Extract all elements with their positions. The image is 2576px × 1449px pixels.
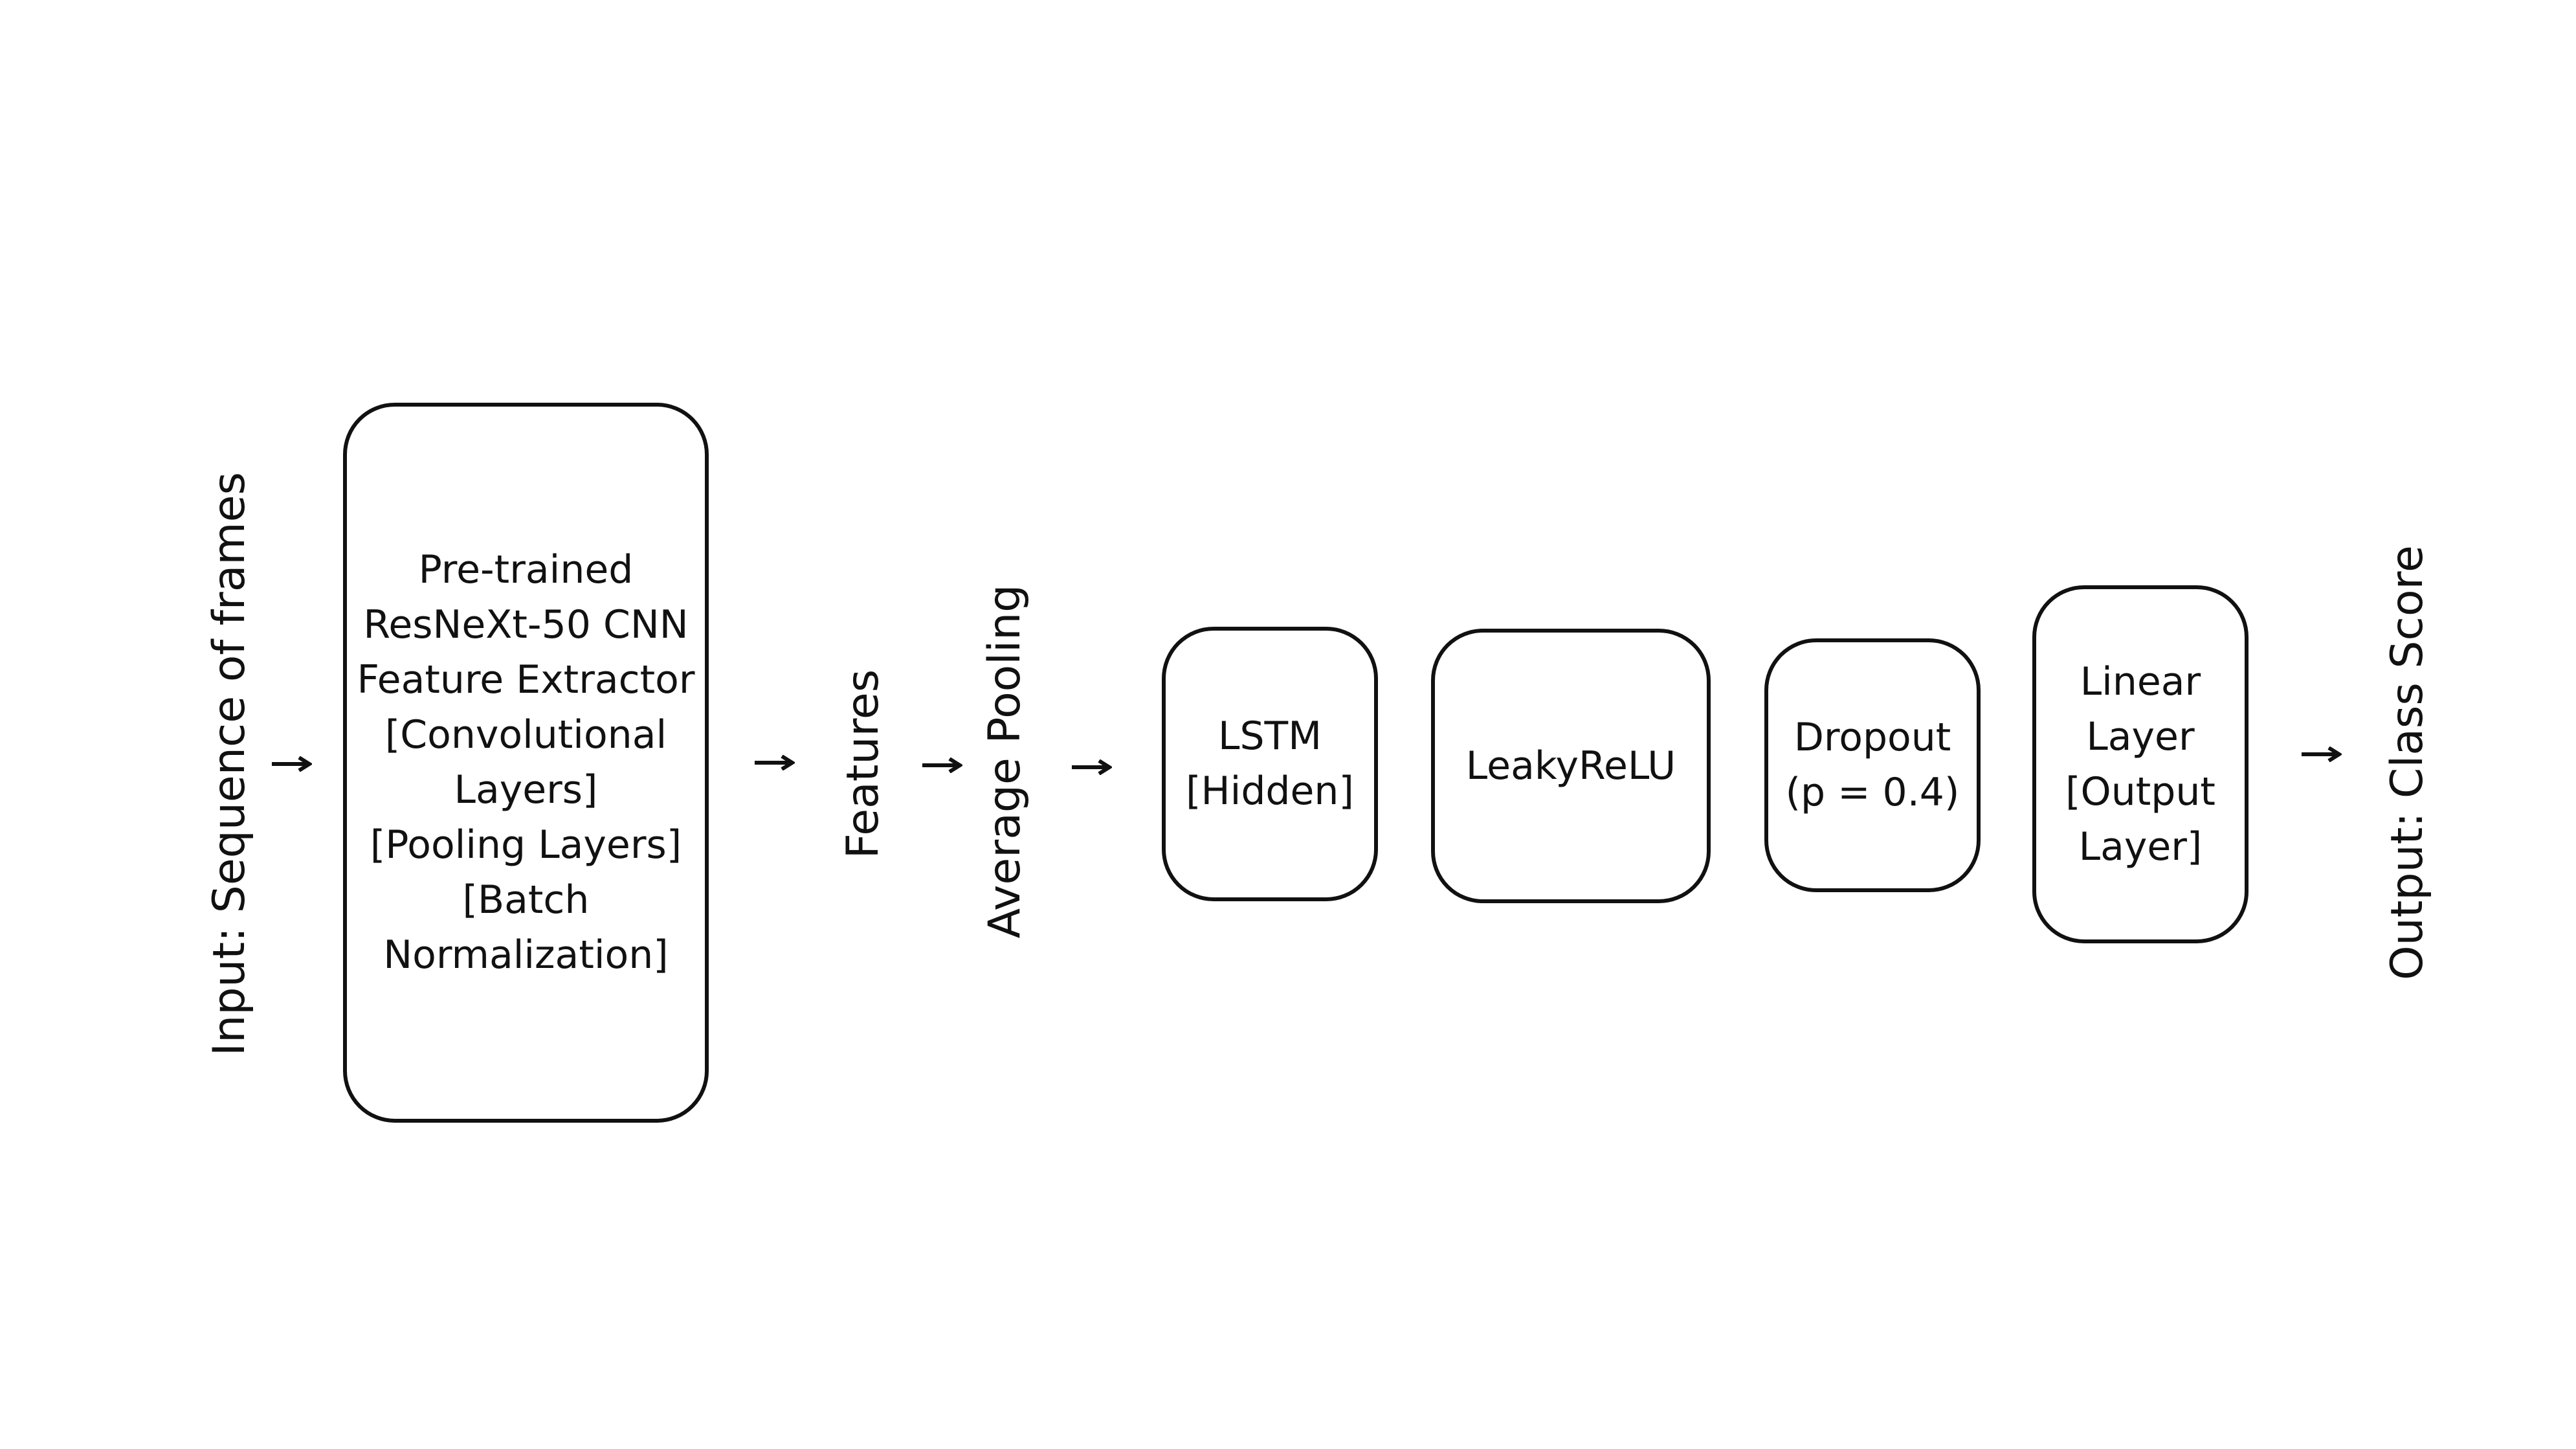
input-label: Input: Sequence of frames (204, 472, 255, 1056)
dropout-box-text: Dropout (p = 0.4) (1786, 710, 1960, 820)
linear-line: Layer] (2078, 824, 2203, 870)
lstm-box-text: LSTM [Hidden] (1186, 709, 1354, 819)
cnn-line: ResNeXt-50 CNN (363, 602, 689, 647)
right-arrow-icon (272, 756, 312, 772)
cnn-line: [Pooling Layers] (370, 822, 682, 868)
cnn-line: Feature Extractor (357, 657, 695, 702)
lstm-line: LSTM (1218, 713, 1322, 759)
dropout-box: Dropout (p = 0.4) (1764, 638, 1981, 892)
features-label: Features (838, 669, 889, 859)
average-pooling-label: Average Pooling (979, 584, 1030, 939)
cnn-line: Layers] (454, 767, 598, 813)
cnn-line: [Batch (462, 877, 590, 923)
linear-box-text: Linear Layer [Output Layer] (2065, 655, 2215, 875)
linear-layer-box: Linear Layer [Output Layer] (2032, 585, 2248, 943)
leaky-line: LeakyReLU (1465, 743, 1676, 789)
linear-line: [Output (2065, 769, 2215, 814)
lstm-line: [Hidden] (1186, 769, 1354, 814)
cnn-line: Pre-trained (418, 547, 634, 592)
cnn-box-text: Pre-trained ResNeXt-50 CNN Feature Extra… (357, 543, 694, 983)
lstm-box: LSTM [Hidden] (1162, 627, 1378, 901)
output-label: Output: Class Score (2382, 545, 2433, 980)
dropout-line: Dropout (1793, 715, 1951, 760)
cnn-line: Normalization] (383, 932, 669, 978)
dropout-line: (p = 0.4) (1785, 770, 1960, 815)
linear-line: Layer (2086, 713, 2195, 759)
cnn-feature-extractor-box: Pre-trained ResNeXt-50 CNN Feature Extra… (343, 403, 709, 1123)
right-arrow-icon (755, 755, 795, 770)
right-arrow-icon (2302, 747, 2342, 762)
right-arrow-icon (922, 758, 962, 773)
linear-line: Linear (2080, 658, 2201, 704)
right-arrow-icon (1072, 759, 1112, 775)
leaky-relu-box: LeakyReLU (1431, 629, 1711, 903)
leaky-box-text: LeakyReLU (1466, 739, 1676, 794)
cnn-line: [Convolutional (384, 712, 667, 758)
